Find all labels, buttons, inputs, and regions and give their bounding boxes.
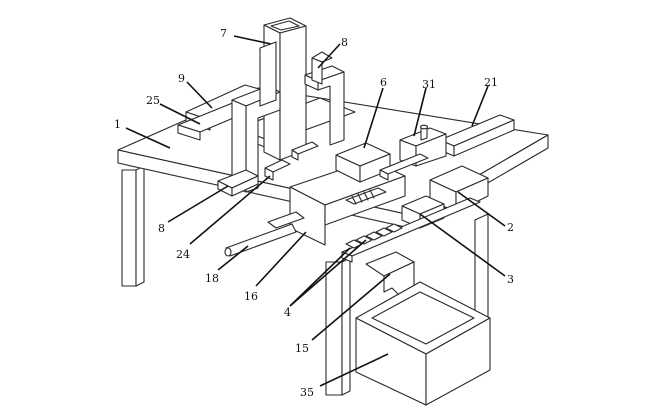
reference-labels: 7 8 9 25 6 31 21 1 2 3 8 24 18 16 4 15 3… [114,27,514,399]
label-2: 2 [507,221,514,234]
leader-lines [125,35,506,387]
label-24: 24 [176,248,190,261]
label-4: 4 [284,306,291,319]
label-25: 25 [146,94,160,107]
right-frame [304,51,345,146]
label-6: 6 [380,76,387,89]
bin-35 [355,281,491,406]
table-legs [121,165,489,337]
cutter-blocks-4 [345,223,403,249]
label-16: 16 [244,290,258,303]
label-35: 35 [300,386,314,399]
label-15: 15 [295,342,309,355]
label-31: 31 [422,78,436,91]
label-18: 18 [205,272,219,285]
label-7: 7 [220,27,227,40]
feed-slots [345,187,387,205]
pipe-18 [224,211,305,257]
conveyor-21 [379,114,515,181]
front-legs [325,257,351,396]
label-3: 3 [507,273,514,286]
label-9: 9 [178,72,185,85]
clamp-24 [264,141,319,181]
label-8-top: 8 [341,36,348,49]
label-21: 21 [484,76,498,89]
chute-15 [365,251,415,297]
label-1: 1 [114,118,121,131]
box-6 [335,142,391,183]
label-8-bottom: 8 [158,222,165,235]
